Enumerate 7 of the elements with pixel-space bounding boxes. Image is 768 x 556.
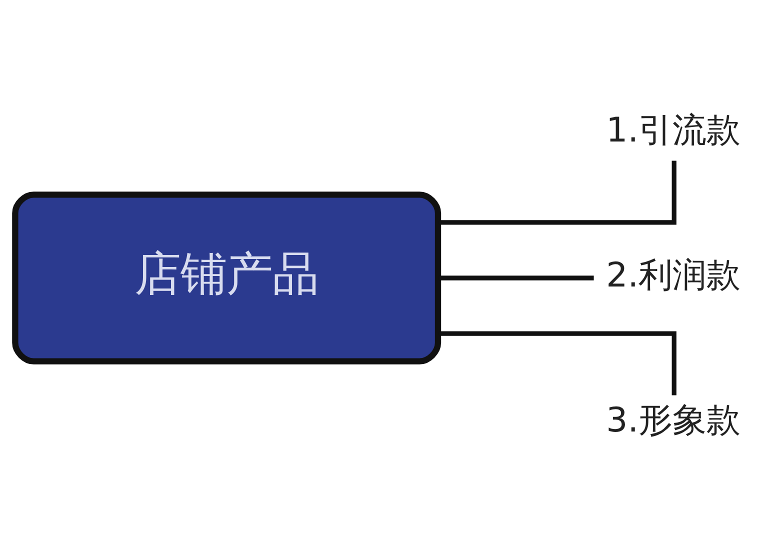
node-box: 店铺产品: [12, 192, 442, 364]
node-text: 1.引流款: [606, 110, 741, 151]
connector: [438, 331, 676, 396]
node-text: 2.利润款: [606, 256, 741, 296]
connector: [438, 276, 594, 280]
connector: [438, 160, 676, 225]
node-text: 3.形象款: [606, 400, 741, 441]
